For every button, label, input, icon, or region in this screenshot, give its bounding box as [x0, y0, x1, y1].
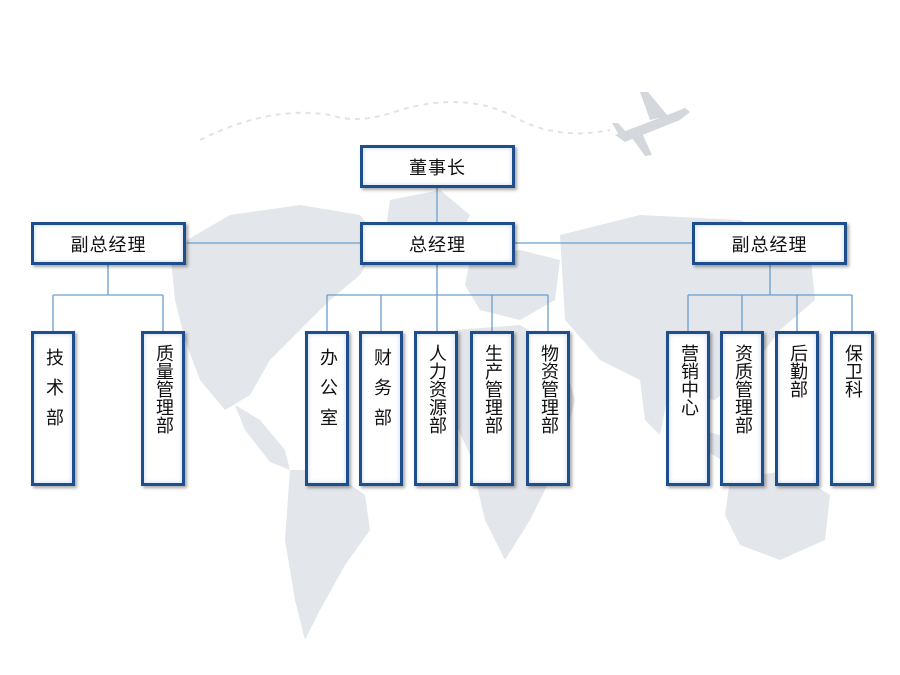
box-security-section: 保卫科: [830, 331, 874, 486]
box-tech-dept: 技术部: [31, 331, 75, 486]
box-chairman: 董事长: [360, 145, 515, 188]
label-office: 办公室: [317, 348, 338, 438]
label-marketing-center: 营销中心: [678, 344, 699, 416]
flight-path: [199, 101, 611, 141]
label-hr-dept: 人力资源部: [426, 344, 447, 434]
label-qualification-dept: 资质管理部: [732, 344, 753, 434]
label-production-dept: 生产管理部: [482, 344, 503, 434]
box-production-dept: 生产管理部: [470, 331, 514, 486]
box-qualification-dept: 资质管理部: [720, 331, 764, 486]
box-vp-left: 副总经理: [31, 222, 186, 265]
label-logistics-dept: 后勤部: [787, 344, 808, 398]
label-security-section: 保卫科: [842, 344, 863, 398]
label-general-manager: 总经理: [409, 234, 466, 256]
box-hr-dept: 人力资源部: [414, 331, 458, 486]
label-tech-dept: 技术部: [43, 348, 64, 438]
box-materials-dept: 物资管理部: [526, 331, 570, 486]
label-chairman: 董事长: [409, 157, 466, 179]
box-marketing-center: 营销中心: [666, 331, 710, 486]
box-vp-right: 副总经理: [692, 222, 847, 265]
box-quality-dept: 质量管理部: [141, 331, 185, 486]
box-office: 办公室: [305, 331, 349, 486]
box-general-manager: 总经理: [360, 222, 515, 265]
label-quality-dept: 质量管理部: [153, 344, 174, 434]
label-vp-right: 副总经理: [731, 234, 808, 256]
box-finance-dept: 财务部: [359, 331, 403, 486]
label-finance-dept: 财务部: [371, 348, 392, 438]
label-materials-dept: 物资管理部: [538, 344, 559, 434]
box-logistics-dept: 后勤部: [775, 331, 819, 486]
label-vp-left: 副总经理: [70, 234, 147, 256]
airplane-icon: [612, 92, 690, 156]
